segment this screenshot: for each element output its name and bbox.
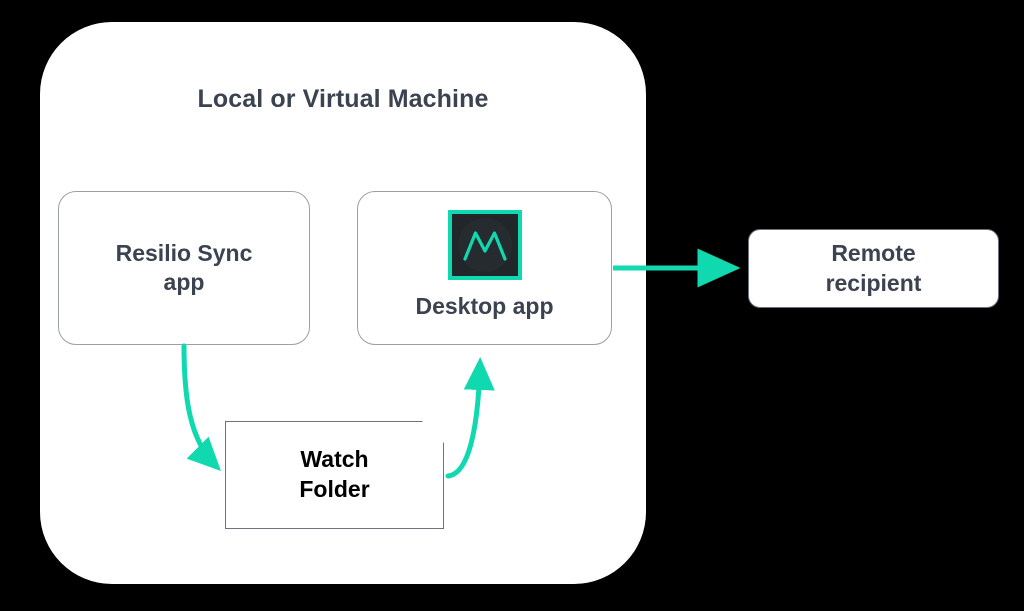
- node-remote-recipient-label: Remote recipient: [825, 240, 922, 296]
- node-watch-folder[interactable]: Watch Folder: [225, 421, 444, 529]
- node-resilio-sync-app[interactable]: Resilio Sync app: [58, 191, 310, 345]
- app-logo-icon: [447, 210, 522, 280]
- node-remote-recipient[interactable]: Remote recipient: [748, 229, 999, 308]
- node-watch-folder-label: Watch Folder: [299, 446, 370, 502]
- watch-folder-shape: [225, 421, 444, 529]
- node-resilio-sync-app-label: Resilio Sync app: [115, 239, 253, 295]
- machine-container-title: Local or Virtual Machine: [197, 85, 489, 113]
- app-logo-circle: [457, 218, 512, 272]
- node-desktop-app[interactable]: Desktop app: [357, 191, 612, 345]
- node-desktop-app-label: Desktop app: [415, 293, 554, 319]
